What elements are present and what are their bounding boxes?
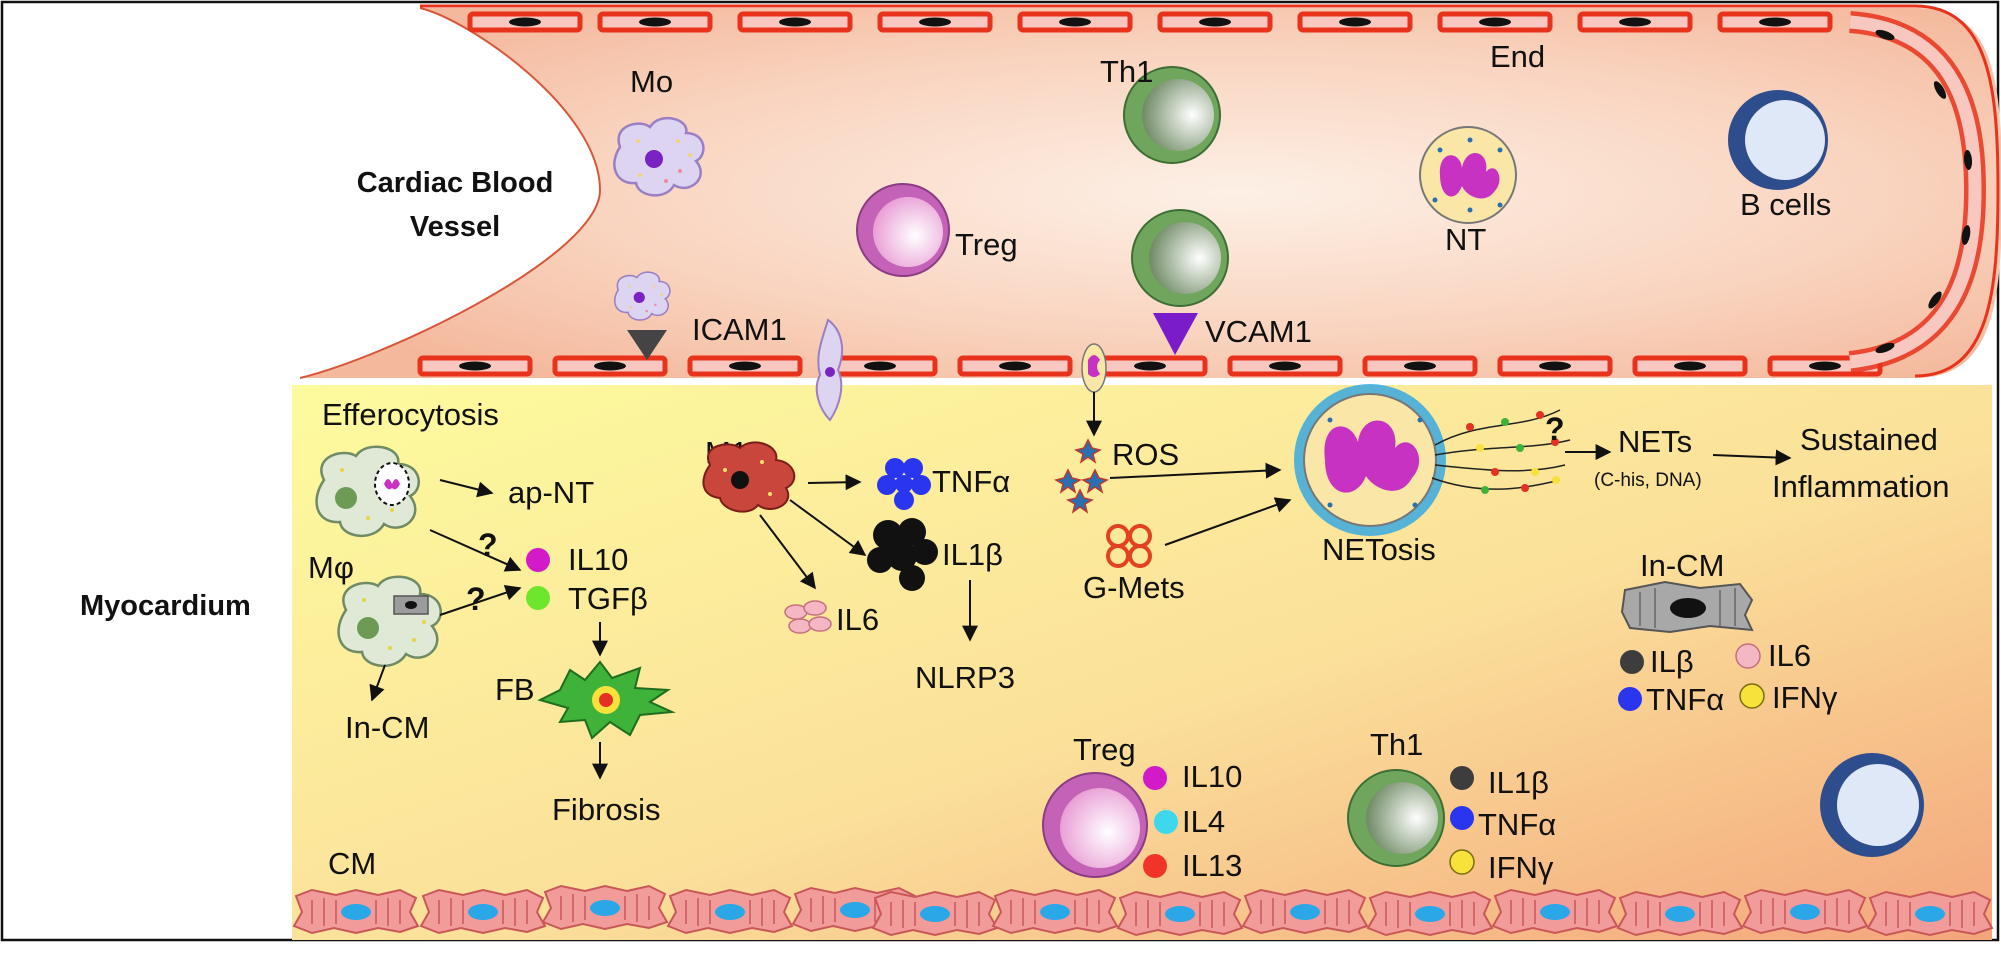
th1-panel-title: Th1	[1370, 727, 1423, 762]
arrow-to-apnt	[439, 479, 494, 498]
fibroblast-cell	[537, 660, 676, 740]
nets-sub-label: (C-his, DNA)	[1594, 470, 1702, 491]
arrow-m1-il1b	[789, 499, 867, 556]
transmigrating-monocyte	[815, 318, 844, 422]
netosis-label: NETosis	[1322, 532, 1436, 567]
arrow-m1-tnfa	[807, 474, 862, 491]
vcam1-label: VCAM1	[1205, 314, 1312, 349]
ros-label: ROS	[1112, 437, 1179, 472]
incm-il6-label: IL6	[1768, 638, 1811, 673]
incm-il6-dot	[1735, 643, 1761, 669]
nlrp3-label: NLRP3	[915, 660, 1015, 695]
m1-il1b-label: IL1β	[942, 537, 1003, 572]
treg-il13-dot	[1143, 854, 1167, 878]
net-strands	[1431, 409, 1571, 494]
il6-cluster	[784, 600, 832, 634]
netosis-cell	[1294, 384, 1446, 536]
vessel-wall-outer	[420, 4, 2000, 378]
incm-ifng-dot	[1739, 683, 1765, 709]
treg-il10-label: IL10	[1182, 759, 1242, 794]
mphi-label: Mφ	[308, 550, 354, 585]
b-cell-top	[1728, 90, 1828, 190]
sustained-label-line2: Inflammation	[1772, 469, 1949, 504]
arrow-to-incm	[369, 664, 386, 702]
incm-ilb-label: ILβ	[1650, 644, 1694, 679]
arrow-ros-netosis	[1109, 462, 1282, 479]
th1-il1b-dot	[1450, 766, 1474, 790]
question-mark-2: ?	[466, 581, 486, 617]
curved-endothelium	[1848, 11, 1987, 373]
treg-cell-top	[856, 183, 950, 277]
arrow-mphi-il10	[439, 585, 522, 616]
nets-question: ?	[1545, 411, 1565, 447]
end-label: End	[1490, 39, 1545, 74]
th1-cell-bottom	[1347, 769, 1445, 867]
vessel-lumen	[300, 8, 2001, 378]
mo-label: Mo	[630, 64, 673, 99]
th1-il1b-label: IL1β	[1488, 765, 1549, 800]
tnfa-cluster	[877, 458, 931, 510]
arrow-gmets-netosis	[1164, 497, 1292, 546]
b-cell-bottom	[1820, 753, 1924, 857]
treg-il13-label: IL13	[1182, 848, 1242, 883]
neutrophil-top	[1419, 126, 1517, 224]
gmets-cluster	[1106, 524, 1152, 568]
m1-il6-label: IL6	[836, 602, 879, 637]
th1-tnfa-dot	[1450, 806, 1474, 830]
m1-macrophage	[702, 441, 796, 513]
b-cells-label: B cells	[1740, 187, 1831, 222]
tgfb-dot	[526, 586, 550, 610]
fibrosis-label: Fibrosis	[552, 792, 661, 827]
treg-panel-title: Treg	[1073, 732, 1136, 767]
th1-cell-top	[1123, 66, 1221, 164]
transmigrating-neutrophil	[1081, 343, 1107, 393]
treg-il4-label: IL4	[1182, 804, 1225, 839]
treg-label-top: Treg	[955, 227, 1018, 262]
il10-dot	[526, 548, 550, 572]
question-mark-1: ?	[478, 527, 498, 563]
mphi-macrophage	[337, 575, 442, 668]
nt-label: NT	[1445, 222, 1486, 257]
th1-tnfa-label: TNFα	[1478, 807, 1556, 842]
th1-label-top: Th1	[1100, 54, 1153, 89]
vessel-opening	[299, 7, 602, 379]
mphi-incm-label: In-CM	[345, 710, 429, 745]
treg-il10-dot	[1143, 766, 1167, 790]
fb-label: FB	[495, 672, 535, 707]
arrow-to-sustained	[1712, 449, 1792, 466]
cm-label: CM	[328, 846, 376, 881]
th1-ifng-label: IFNγ	[1488, 850, 1554, 885]
efferocytosis-macrophage	[315, 445, 420, 538]
gmets-label: G-Mets	[1083, 570, 1185, 605]
incm-tnfa-label: TNFα	[1646, 682, 1724, 717]
il10-label: IL10	[568, 542, 628, 577]
incm-cell	[1620, 580, 1754, 634]
vcam1-receptor	[1153, 313, 1198, 355]
treg-il4-dot	[1154, 810, 1178, 834]
sustained-label-line1: Sustained	[1800, 422, 1938, 457]
incm-tnfa-dot	[1618, 687, 1642, 711]
icam1-label: ICAM1	[692, 312, 787, 347]
myocardium-label: Myocardium	[80, 590, 251, 622]
arrow-m1-il6	[759, 514, 816, 590]
th1-ifng-dot	[1449, 849, 1475, 875]
nets-label: NETs	[1618, 424, 1692, 459]
il1b-cluster	[867, 518, 938, 591]
efferocytosis-label: Efferocytosis	[322, 397, 499, 432]
treg-cell-bottom	[1042, 772, 1148, 878]
incm-ifng-label: IFNγ	[1772, 680, 1838, 715]
th1-cell-adhering	[1131, 209, 1229, 307]
tgfb-label: TGFβ	[568, 581, 648, 616]
icam1-receptor	[627, 330, 667, 360]
ros-cluster	[1054, 438, 1109, 514]
m1-tnfa-label: TNFα	[932, 464, 1010, 499]
bottom-endothelium	[420, 358, 1880, 374]
incm-panel-title: In-CM	[1640, 548, 1724, 583]
ap-nt-label: ap-NT	[508, 475, 594, 510]
incm-ilb-dot	[1620, 650, 1644, 674]
arrow-effero-il10	[429, 529, 522, 572]
